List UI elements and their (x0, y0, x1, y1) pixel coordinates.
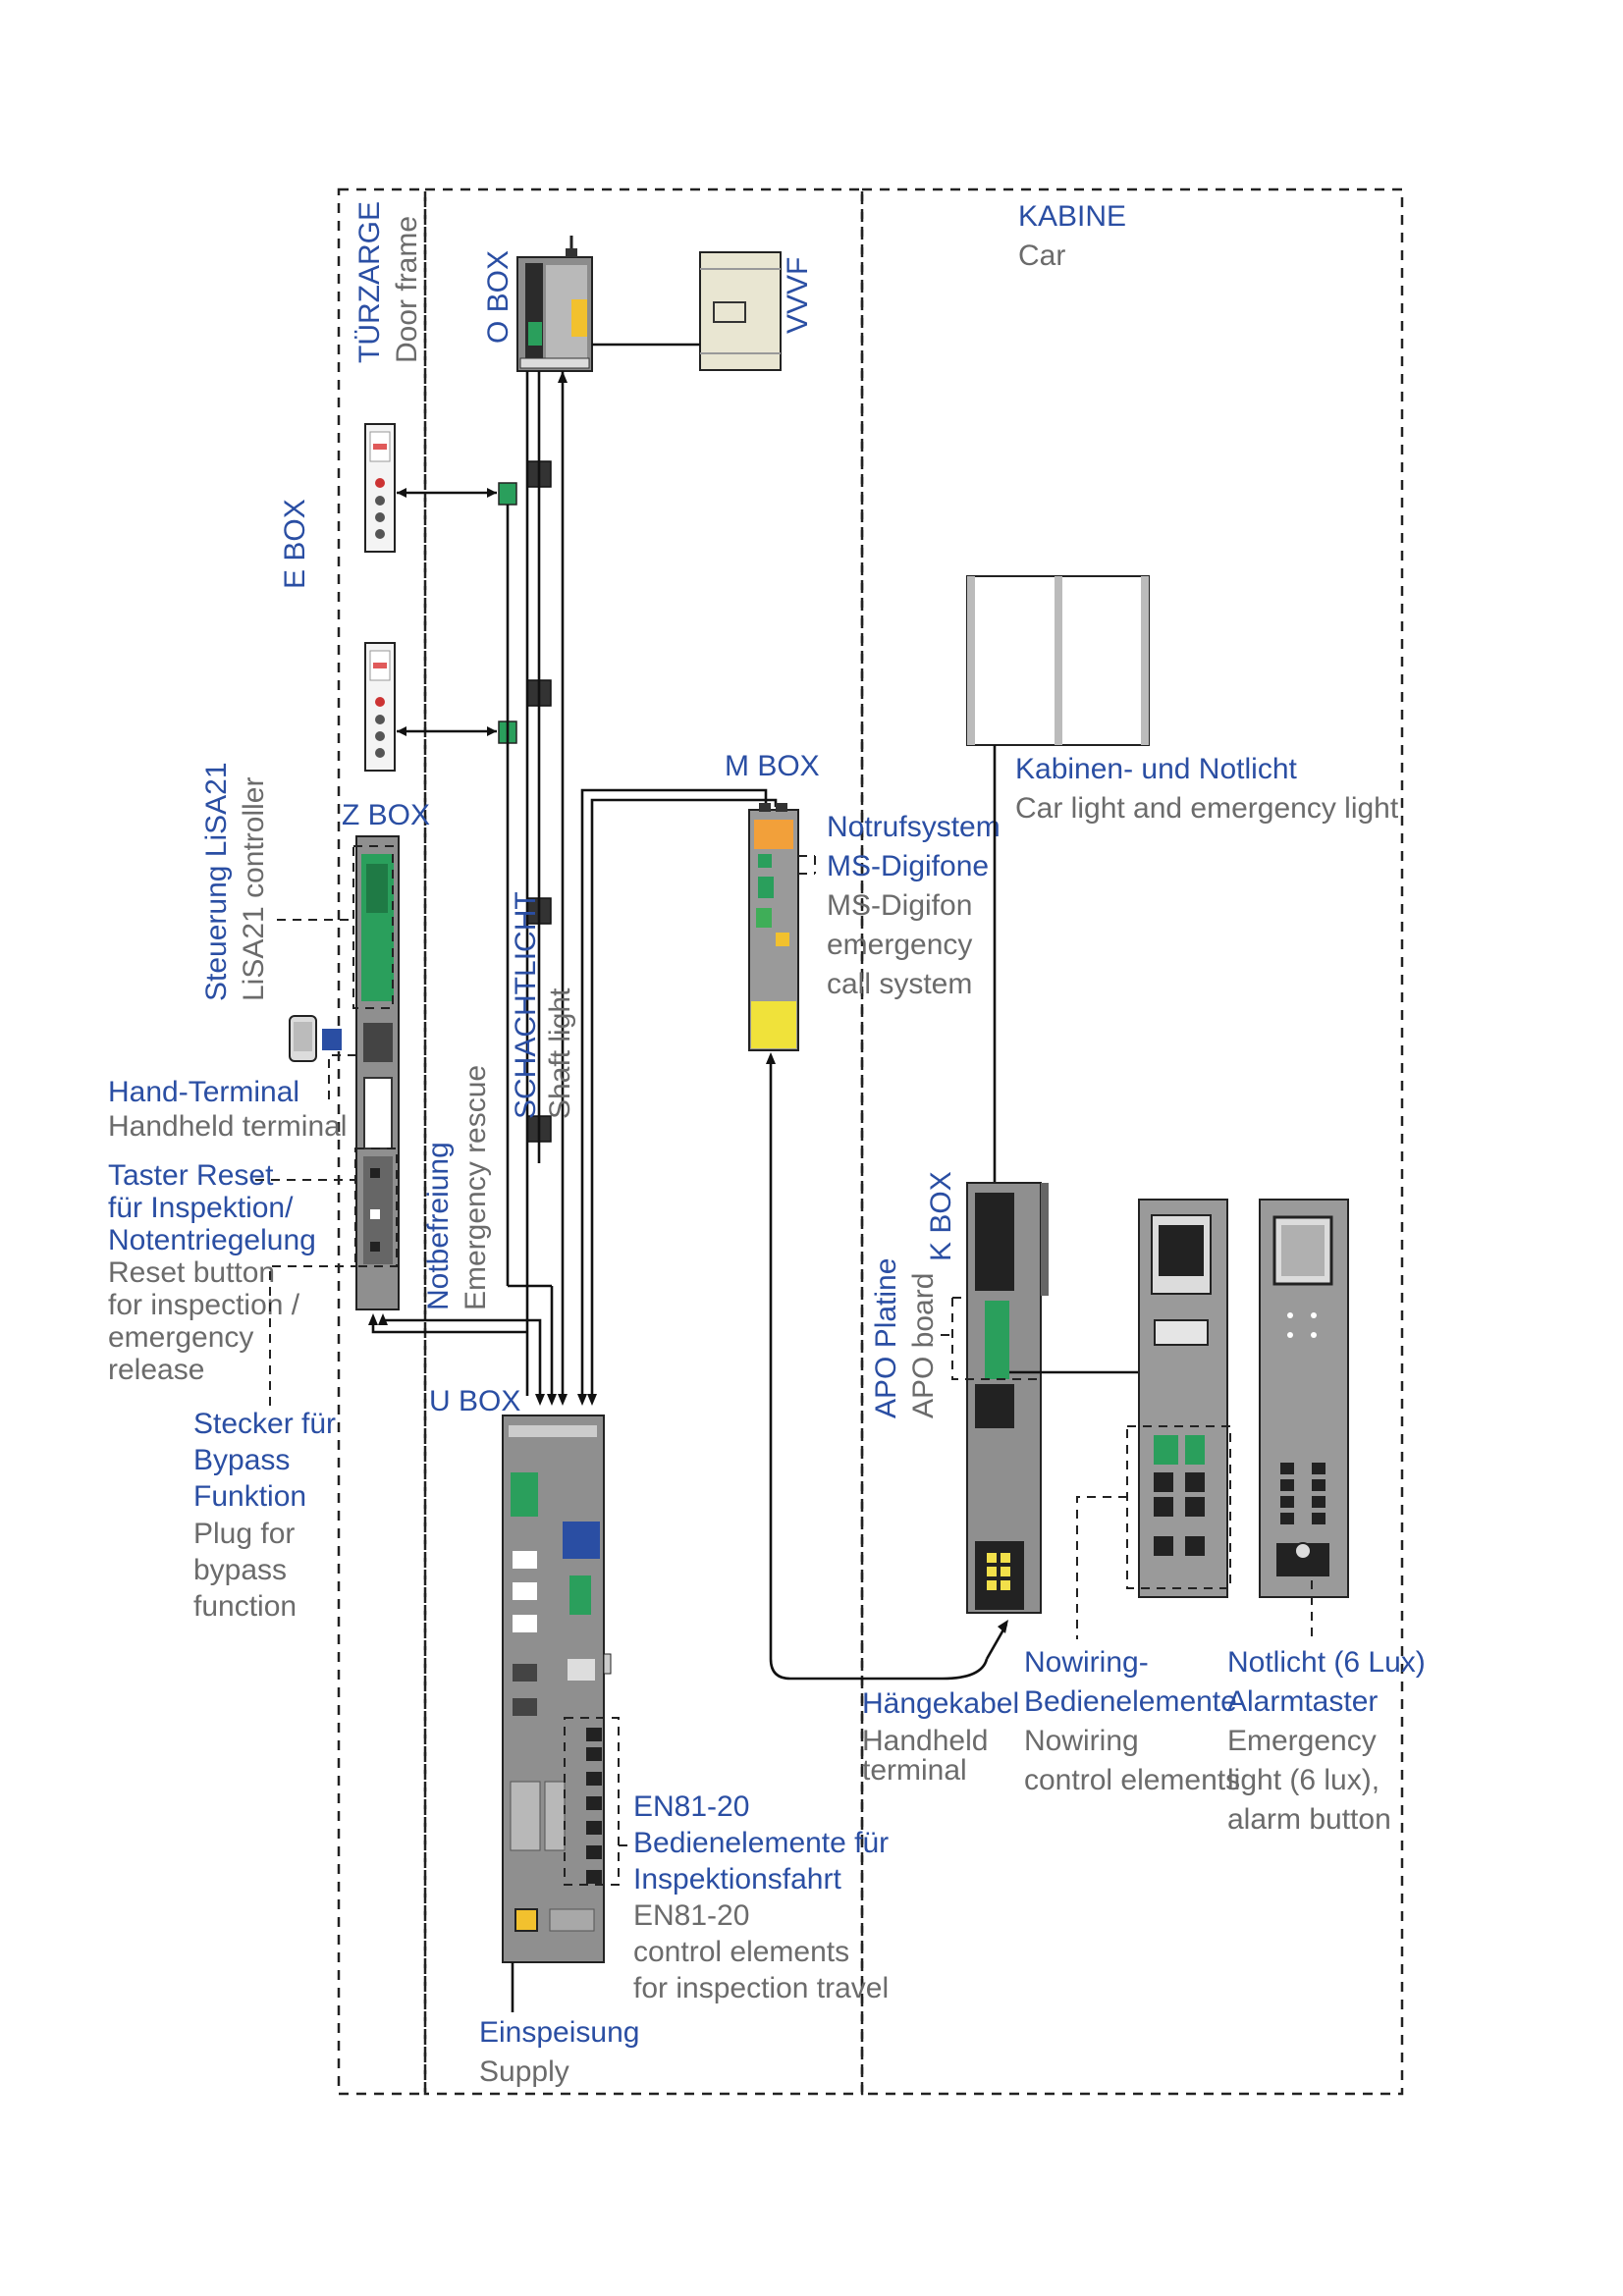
car-region (860, 187, 1404, 2096)
en81-de-2: Bedienelemente für (633, 1827, 889, 1859)
k-box-label: K BOX (925, 1171, 957, 1261)
nowiring-panel (1138, 1199, 1228, 1598)
e-box-label: E BOX (279, 499, 311, 589)
door-frame-region (337, 187, 427, 2096)
taster-reset-en-3: emergency (108, 1321, 253, 1354)
m-box-label: M BOX (725, 750, 820, 782)
taster-reset-en-2: for inspection / (108, 1289, 300, 1321)
bypass-en-2: bypass (193, 1554, 287, 1586)
notrufsystem-de-1: Notrufsystem (827, 811, 1001, 843)
apo-platine-label: APO Platine (870, 1258, 902, 1418)
bypass-en-3: function (193, 1590, 297, 1623)
o-box-label: O BOX (482, 250, 514, 344)
vvvf-unit (699, 251, 782, 371)
bypass-de-3: Funktion (193, 1480, 306, 1513)
z-box (355, 835, 400, 1310)
taster-reset-en-1: Reset button (108, 1256, 275, 1289)
section-tuerzarge-label: TÜRZARGE (353, 201, 386, 363)
bypass-de-1: Stecker für (193, 1408, 336, 1440)
notrufsystem-en-1: MS-Digifon (827, 889, 972, 922)
m-box (748, 803, 799, 1051)
notlicht-en-2: light (6 lux), (1227, 1764, 1380, 1796)
kabinenlicht-en: Car light and emergency light (1015, 792, 1399, 825)
e-box-upper (364, 423, 396, 553)
car-operating-panel (1259, 1199, 1349, 1598)
nowiring-de-2: Bedienelemente (1024, 1685, 1237, 1718)
notlicht-en-1: Emergency (1227, 1725, 1377, 1757)
apo-board-label: APO board (907, 1273, 940, 1418)
handheld-terminal-device (289, 1015, 342, 1062)
schachtlicht-label: SCHACHTLICHT (510, 891, 542, 1119)
taster-reset-en-4: release (108, 1354, 204, 1386)
z-box-label: Z BOX (342, 799, 430, 831)
emergency-rescue-label: Emergency rescue (460, 1065, 492, 1310)
section-kabine-label: KABINE (1018, 200, 1126, 233)
bypass-de-2: Bypass (193, 1444, 290, 1476)
taster-reset-de-2: für Inspektion/ (108, 1192, 294, 1224)
notbefreiung-label: Notbefreiung (422, 1142, 455, 1310)
shaft-region (423, 187, 864, 2096)
lisa21-de-label: Steuerung LiSA21 (200, 762, 233, 1001)
vvvf-label: VVVF (782, 257, 814, 334)
hand-terminal-de: Hand-Terminal (108, 1076, 299, 1108)
o-box (516, 236, 593, 372)
u-box (502, 1415, 612, 1963)
section-door-frame-label: Door frame (391, 216, 423, 363)
z-box-wires (368, 1313, 545, 1406)
e-box-links (397, 488, 497, 736)
haengekabel-en-2: terminal (862, 1754, 967, 1787)
haengekabel-de: Hängekabel (862, 1687, 1019, 1720)
supply-label: Supply (479, 2056, 569, 2088)
car-light (966, 575, 1150, 746)
nowiring-en-1: Nowiring (1024, 1725, 1139, 1757)
notlicht-de-1: Notlicht (6 Lux) (1227, 1646, 1426, 1679)
section-car-label: Car (1018, 240, 1065, 272)
shaft-light-label: Shaft light (544, 988, 576, 1119)
lisa21-en-label: LiSA21 controller (238, 777, 270, 1001)
en81-en-3: for inspection travel (633, 1972, 889, 2004)
haengekabel-en-1: Handheld (862, 1725, 988, 1757)
notlicht-en-3: alarm button (1227, 1803, 1391, 1836)
en81-de-1: EN81-20 (633, 1790, 749, 1823)
bypass-en-1: Plug for (193, 1518, 295, 1550)
m-box-cable (577, 788, 778, 1406)
en81-en-2: control elements (633, 1936, 849, 1968)
taster-reset-de-3: Notentriegelung (108, 1224, 316, 1256)
nowiring-de-1: Nowiring- (1024, 1646, 1149, 1679)
notrufsystem-en-3: call system (827, 968, 972, 1000)
einspeisung-label: Einspeisung (479, 2016, 639, 2049)
notlicht-de-2: Alarmtaster (1227, 1685, 1378, 1718)
nowiring-en-2: control elements (1024, 1764, 1240, 1796)
notrufsystem-en-2: emergency (827, 929, 972, 961)
notrufsystem-de-2: MS-Digifone (827, 850, 989, 882)
taster-reset-de-1: Taster Reset (108, 1159, 274, 1192)
hanging-cable (766, 1052, 1008, 1681)
k-box (966, 1182, 1049, 1614)
shaft-wires (506, 371, 568, 1406)
e-box-lower (364, 642, 396, 772)
hand-terminal-en: Handheld terminal (108, 1110, 347, 1143)
en81-en-1: EN81-20 (633, 1899, 749, 1932)
u-box-label: U BOX (429, 1385, 520, 1417)
kabinenlicht-de: Kabinen- und Notlicht (1015, 753, 1298, 785)
en81-de-3: Inspektionsfahrt (633, 1863, 841, 1896)
